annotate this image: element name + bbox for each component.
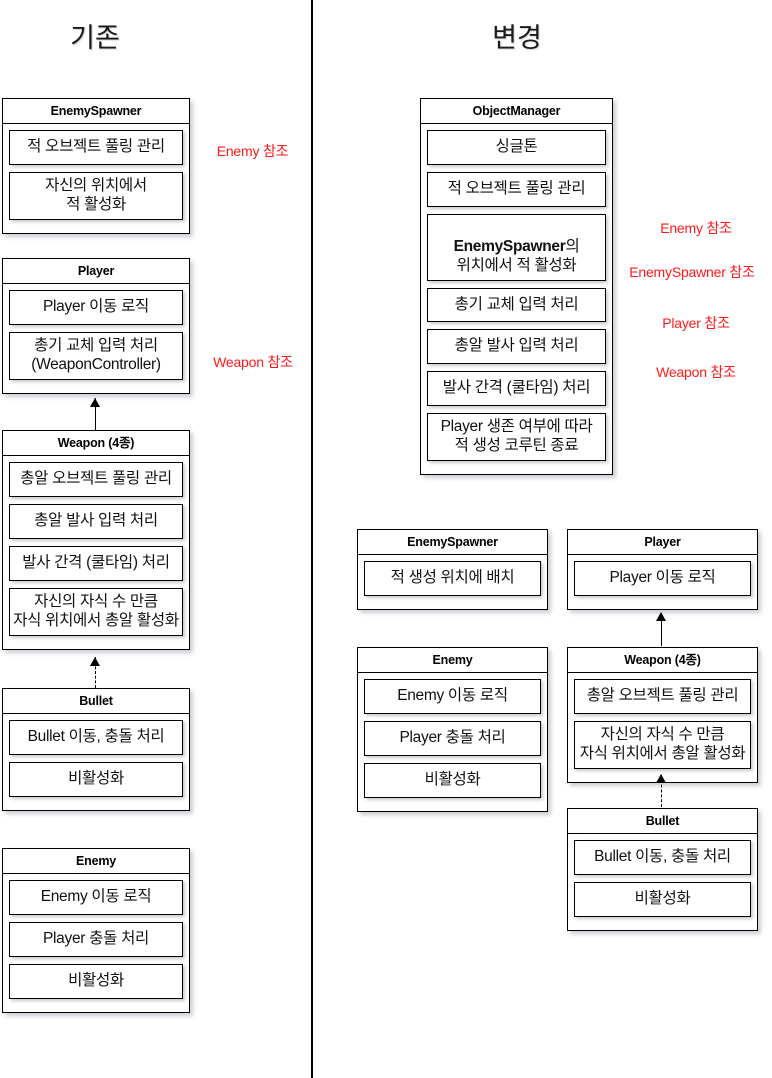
row-suffix: 의 위치에서 적 활성화 <box>456 237 580 274</box>
class-body: Player 이동 로직 총기 교체 입력 처리 (WeaponControll… <box>3 284 189 380</box>
class-row[interactable]: 비활성화 <box>9 963 183 999</box>
class-header: Bullet <box>568 809 757 834</box>
connector-weapon-to-player <box>661 613 662 646</box>
class-row[interactable]: 총알 발사 입력 처리 <box>9 503 183 539</box>
class-body: Bullet 이동, 충돌 처리 비활성화 <box>568 834 757 917</box>
class-box-weapon-after[interactable]: Weapon (4종) 총알 오브젝트 풀링 관리 자신의 자식 수 만큼 자식… <box>567 647 758 783</box>
connector-bullet-to-weapon <box>661 775 662 807</box>
class-row[interactable]: 적 오브젝트 풀링 관리 <box>427 171 606 207</box>
class-box-enemyspawner-before[interactable]: EnemySpawner 적 오브젝트 풀링 관리 자신의 위치에서 적 활성화 <box>2 98 190 234</box>
class-box-weapon-before[interactable]: Weapon (4종) 총알 오브젝트 풀링 관리 총알 발사 입력 처리 발사… <box>2 430 190 650</box>
class-box-enemy-after[interactable]: Enemy Enemy 이동 로직 Player 충돌 처리 비활성화 <box>357 647 548 812</box>
class-body: Enemy 이동 로직 Player 충돌 처리 비활성화 <box>3 874 189 999</box>
class-box-bullet-before[interactable]: Bullet Bullet 이동, 충돌 처리 비활성화 <box>2 688 190 811</box>
class-header: Enemy <box>358 648 547 673</box>
class-row[interactable]: 총기 교체 입력 처리 (WeaponController) <box>9 331 183 380</box>
class-body: Enemy 이동 로직 Player 충돌 처리 비활성화 <box>358 673 547 798</box>
class-row[interactable]: Player 이동 로직 <box>9 290 183 325</box>
reference-label-weapon: Weapon 참조 <box>656 364 736 380</box>
class-box-objectmanager[interactable]: ObjectManager 싱글톤 적 오브젝트 풀링 관리 EnemySpaw… <box>420 98 613 476</box>
class-box-enemyspawner-after[interactable]: EnemySpawner 적 생성 위치에 배치 <box>357 529 548 610</box>
class-header: EnemySpawner <box>3 99 189 124</box>
class-row[interactable]: 발사 간격 (쿨타임) 처리 <box>427 371 606 407</box>
class-header: Weapon (4종) <box>3 431 189 456</box>
class-row[interactable]: 자신의 자식 수 만큼 자식 위치에서 총알 활성화 <box>9 587 183 636</box>
class-row[interactable]: 총알 오브젝트 풀링 관리 <box>574 679 751 714</box>
class-header: Enemy <box>3 849 189 874</box>
class-box-player-after[interactable]: Player Player 이동 로직 <box>567 529 758 610</box>
class-row[interactable]: 비활성화 <box>9 761 183 797</box>
class-header: EnemySpawner <box>358 530 547 555</box>
class-body: Bullet 이동, 충돌 처리 비활성화 <box>3 714 189 797</box>
class-row[interactable]: Enemy 이동 로직 <box>364 679 541 714</box>
column-divider <box>311 0 313 1078</box>
class-row[interactable]: Bullet 이동, 충돌 처리 <box>9 720 183 755</box>
class-header: ObjectManager <box>421 99 612 124</box>
class-body: 적 생성 위치에 배치 <box>358 555 547 596</box>
class-row[interactable]: 비활성화 <box>364 762 541 798</box>
class-row[interactable]: 자신의 자식 수 만큼 자식 위치에서 총알 활성화 <box>574 720 751 769</box>
class-row[interactable]: Bullet 이동, 충돌 처리 <box>574 840 751 875</box>
reference-label-enemy: Enemy 참조 <box>216 143 289 159</box>
class-row[interactable]: 싱글톤 <box>427 130 606 165</box>
class-body: 총알 오브젝트 풀링 관리 자신의 자식 수 만큼 자식 위치에서 총알 활성화 <box>568 673 757 769</box>
arrowhead-up <box>656 612 666 621</box>
class-box-enemy-before[interactable]: Enemy Enemy 이동 로직 Player 충돌 처리 비활성화 <box>2 848 190 1013</box>
left-column-title: 기존 <box>70 23 120 53</box>
class-row[interactable]: Player 충돌 처리 <box>364 720 541 756</box>
class-row-enemyspawner-position[interactable]: EnemySpawner의 위치에서 적 활성화 <box>427 213 606 281</box>
class-row[interactable]: 자신의 위치에서 적 활성화 <box>9 171 183 220</box>
class-box-player-before[interactable]: Player Player 이동 로직 총기 교체 입력 처리 (WeaponC… <box>2 258 190 394</box>
class-row[interactable]: 비활성화 <box>574 881 751 917</box>
arrowhead-up <box>90 657 100 666</box>
class-row[interactable]: Player 생존 여부에 따라 적 생성 코루틴 종료 <box>427 413 606 462</box>
class-row[interactable]: Player 충돌 처리 <box>9 921 183 957</box>
class-row[interactable]: 발사 간격 (쿨타임) 처리 <box>9 545 183 581</box>
class-row[interactable]: 총알 발사 입력 처리 <box>427 329 606 365</box>
class-header: Bullet <box>3 689 189 714</box>
arrowhead-up <box>656 774 666 783</box>
class-body: Player 이동 로직 <box>568 555 757 596</box>
reference-label-enemy: Enemy 참조 <box>660 220 732 236</box>
class-body: 싱글톤 적 오브젝트 풀링 관리 EnemySpawner의 위치에서 적 활성… <box>421 124 612 462</box>
class-row[interactable]: Enemy 이동 로직 <box>9 880 183 915</box>
class-row[interactable]: 총기 교체 입력 처리 <box>427 287 606 323</box>
class-header: Player <box>3 259 189 284</box>
class-box-bullet-after[interactable]: Bullet Bullet 이동, 충돌 처리 비활성화 <box>567 808 758 931</box>
connector-weapon-to-player <box>95 398 96 430</box>
class-row[interactable]: Player 이동 로직 <box>574 561 751 596</box>
connector-bullet-to-weapon <box>95 657 96 688</box>
reference-label-weapon: Weapon 참조 <box>213 354 293 370</box>
arrowhead-up <box>90 398 100 407</box>
right-column-title: 변경 <box>492 23 542 53</box>
class-body: 총알 오브젝트 풀링 관리 총알 발사 입력 처리 발사 간격 (쿨타임) 처리… <box>3 456 189 636</box>
reference-label-enemyspawner: EnemySpawner 참조 <box>629 264 755 280</box>
reference-label-player: Player 참조 <box>662 315 730 331</box>
class-row[interactable]: 적 오브젝트 풀링 관리 <box>9 130 183 165</box>
class-body: 적 오브젝트 풀링 관리 자신의 위치에서 적 활성화 <box>3 124 189 220</box>
class-header: Player <box>568 530 757 555</box>
class-header: Weapon (4종) <box>568 648 757 673</box>
class-row[interactable]: 총알 오브젝트 풀링 관리 <box>9 462 183 497</box>
class-row[interactable]: 적 생성 위치에 배치 <box>364 561 541 596</box>
bold-emphasis: EnemySpawner <box>453 237 566 255</box>
